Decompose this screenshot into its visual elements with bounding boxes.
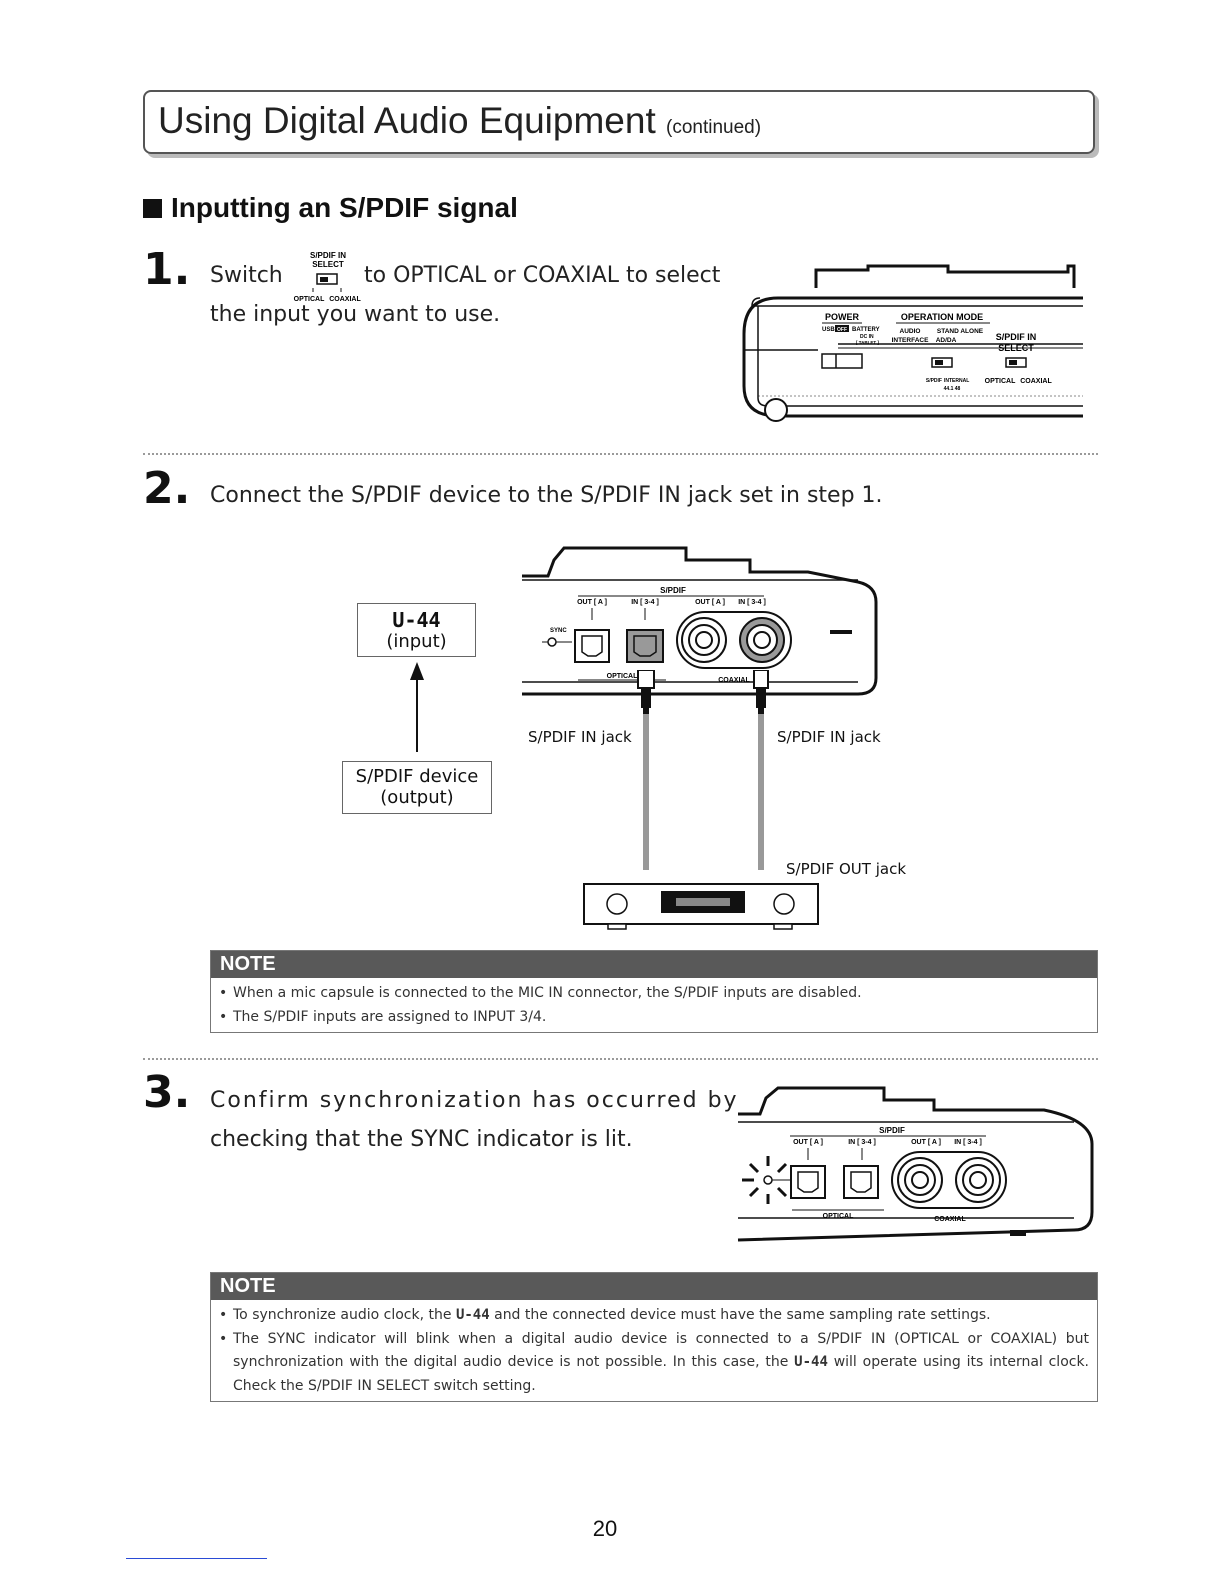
note-1-item-1: When a mic capsule is connected to the M… xyxy=(219,982,1089,1006)
panel-rates: 44.1 48 xyxy=(944,386,961,392)
panel-interface: INTERFACE xyxy=(892,337,930,344)
panel-internal: INTERNAL xyxy=(944,378,969,384)
switch-icon-top-label: S/PDIF IN xyxy=(310,251,346,260)
dotted-divider xyxy=(143,1058,1098,1060)
spdif-device-role: (output) xyxy=(380,787,454,808)
panel-sync-label: SYNC xyxy=(550,628,567,634)
u44-rear-panel-illustration: S/PDIF OUT [ A ] IN [ 3-4 ] OUT [ A ] IN… xyxy=(522,546,878,696)
panel-off: OFF xyxy=(837,327,847,333)
panel-optical: OPTICAL xyxy=(985,378,1016,385)
sync-panel-coaxial: COAXIAL xyxy=(934,1216,966,1223)
panel-battery: BATTERY xyxy=(852,327,880,333)
u44-logo: U-44 xyxy=(392,608,441,632)
step-1-post: to OPTICAL or COAXIAL to select xyxy=(364,263,721,288)
panel-ad-da: AD/DA xyxy=(936,337,957,344)
panel-out-a-coaxial: OUT [ A ] xyxy=(695,599,725,606)
panel-optical-label: OPTICAL xyxy=(607,673,638,680)
step-3-line2: checking that the SYNC indicator is lit. xyxy=(210,1127,633,1152)
note-1-item-2: The S/PDIF inputs are assigned to INPUT … xyxy=(219,1006,1089,1030)
external-spdif-device-icon xyxy=(583,883,819,930)
spdif-out-jack-label: S/PDIF OUT jack xyxy=(786,860,906,878)
spdif-in-jack-left-label: S/PDIF IN jack xyxy=(528,728,632,746)
panel-operation-mode: OPERATION MODE xyxy=(901,312,983,322)
device-top-panel-illustration: POWER USB OFF BATTERY DC IN [ TABLET ] O… xyxy=(742,264,1083,422)
sync-panel-out-a-coaxial: OUT [ A ] xyxy=(911,1139,941,1146)
footnote-rule xyxy=(126,1558,267,1559)
sync-panel-spdif: S/PDIF xyxy=(879,1126,905,1135)
page-subtitle: (continued) xyxy=(666,117,762,138)
step-1-number: 1. xyxy=(143,244,191,295)
spdif-device-label: S/PDIF device xyxy=(355,766,479,787)
panel-spdif-in: S/PDIF IN xyxy=(996,332,1037,342)
sync-panel-optical: OPTICAL xyxy=(823,1213,854,1220)
page-title: Using Digital Audio Equipment (continued… xyxy=(158,100,762,141)
step-3-line1: Confirm synchronization has occurred by xyxy=(210,1088,739,1113)
section-heading: Inputting an S/PDIF signal xyxy=(143,192,518,224)
title-frame xyxy=(143,90,1095,154)
spdif-cables-illustration xyxy=(637,670,769,870)
panel-stand-alone: STAND ALONE xyxy=(937,328,984,335)
switch-icon-optical: OPTICAL xyxy=(294,296,325,303)
note-box-1: NOTE When a mic capsule is connected to … xyxy=(210,950,1098,1033)
switch-icon-coaxial: COAXIAL xyxy=(329,296,361,303)
panel-coaxial: COAXIAL xyxy=(1020,378,1052,385)
switch-icon-top2-label: SELECT xyxy=(312,260,344,269)
panel-coaxial-label: COAXIAL xyxy=(718,677,750,684)
spdif-in-jack-right-label: S/PDIF IN jack xyxy=(777,728,881,746)
panel-usb: USB xyxy=(822,327,835,333)
panel-dc-in: DC IN xyxy=(860,334,874,340)
sync-panel-out-a-optical: OUT [ A ] xyxy=(793,1139,823,1146)
spdif-device-output-box: S/PDIF device (output) xyxy=(342,761,492,814)
step-2-number: 2. xyxy=(143,463,191,514)
step-2-text: Connect the S/PDIF device to the S/PDIF … xyxy=(210,483,883,508)
sync-indicator-lit-icon xyxy=(742,1156,788,1204)
sync-panel-in-34-optical: IN [ 3-4 ] xyxy=(848,1139,876,1146)
note-1-header: NOTE xyxy=(211,951,1097,978)
square-bullet-icon xyxy=(143,199,162,218)
note-2-item-1: To synchronize audio clock, the U-44 and… xyxy=(219,1304,1089,1328)
panel-power: POWER xyxy=(825,312,860,322)
panel-out-a-optical: OUT [ A ] xyxy=(577,599,607,606)
note-2-item-2: The SYNC indicator will blink when a dig… xyxy=(219,1328,1089,1399)
panel-in-34-optical: IN [ 3-4 ] xyxy=(631,599,659,606)
u44-sync-indicator-illustration: S/PDIF OUT [ A ] IN [ 3-4 ] OUT [ A ] IN… xyxy=(737,1086,1094,1242)
step-3-number: 3. xyxy=(143,1067,191,1118)
u44-logo: U-44 xyxy=(794,1354,828,1370)
u44-logo: U-44 xyxy=(455,1307,490,1323)
panel-in-34-coaxial: IN [ 3-4 ] xyxy=(738,599,766,606)
panel-audio: AUDIO xyxy=(900,328,921,335)
dotted-divider xyxy=(143,453,1098,455)
panel-spdif: S/PDIF xyxy=(926,378,942,384)
page-number: 20 xyxy=(592,1516,618,1541)
panel-spdif-label: S/PDIF xyxy=(660,586,686,595)
step-1-pre: Switch xyxy=(210,263,283,288)
sync-panel-in-34-coaxial: IN [ 3-4 ] xyxy=(954,1139,982,1146)
u44-input-box: U-44 (input) xyxy=(357,603,476,657)
panel-tablet: [ TABLET ] xyxy=(856,340,879,345)
spdif-in-select-switch-icon: S/PDIF IN SELECT OPTICAL COAXIAL xyxy=(294,251,362,303)
note-2-header: NOTE xyxy=(211,1273,1097,1300)
step-1-line2: the input you want to use. xyxy=(210,302,501,327)
note-box-2: NOTE To synchronize audio clock, the U-4… xyxy=(210,1272,1098,1402)
signal-arrow-icon xyxy=(410,662,424,752)
u44-role: (input) xyxy=(386,631,447,652)
panel-select: SELECT xyxy=(998,343,1034,353)
